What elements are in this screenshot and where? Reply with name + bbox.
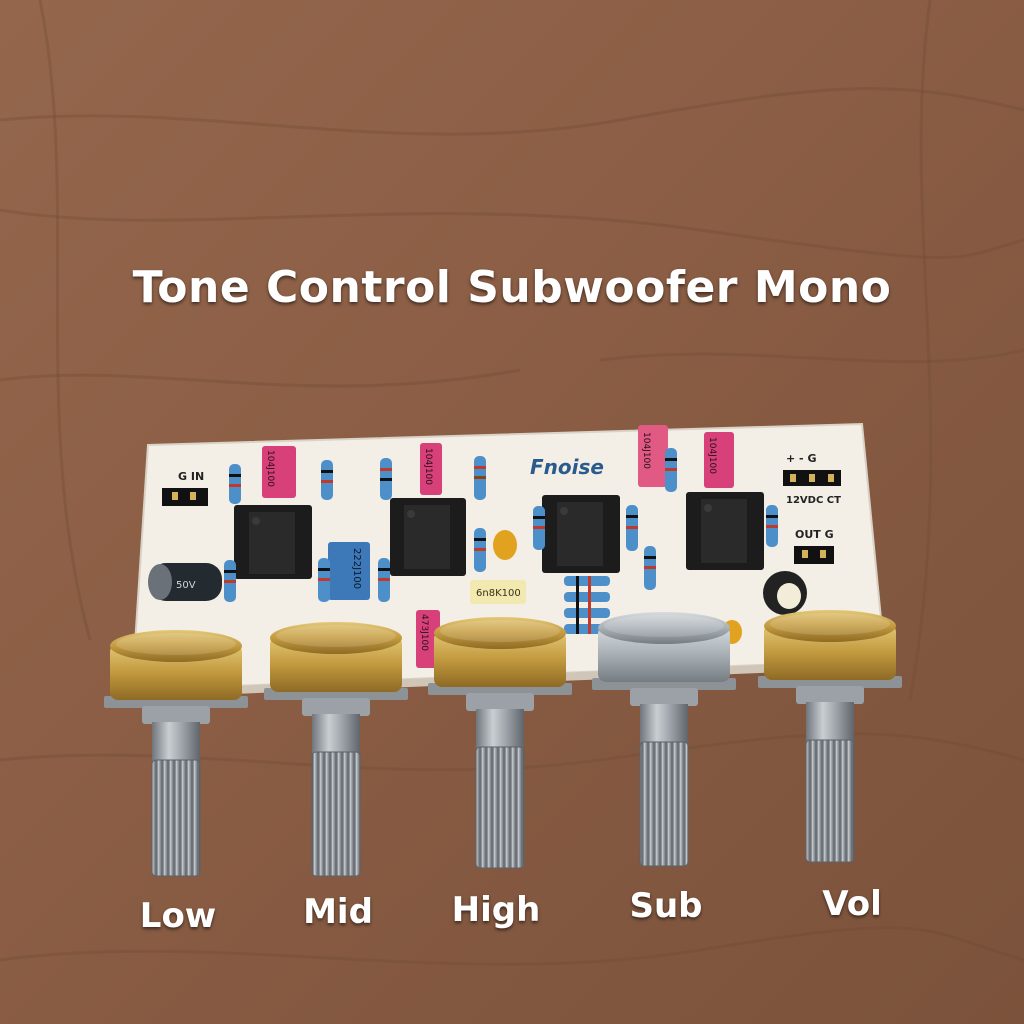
knob-label-sub: Sub [629, 886, 703, 926]
resistor [378, 558, 390, 602]
op-amp-ic [234, 505, 312, 579]
svg-text:104J100: 104J100 [707, 437, 717, 474]
potentiometer-vol[interactable] [758, 610, 902, 863]
film-capacitor: 104J100 [704, 432, 734, 488]
op-amp-ic [542, 495, 620, 573]
resistor [474, 456, 486, 500]
resistor [644, 546, 656, 590]
resistor [766, 505, 778, 547]
svg-text:6n8K100: 6n8K100 [476, 588, 521, 599]
power-label: 12VDC CT [786, 495, 841, 506]
output-header [794, 546, 834, 564]
potentiometer-sub[interactable] [592, 612, 736, 867]
svg-text:104J100: 104J100 [423, 448, 433, 485]
input-pins-label: G IN [178, 470, 204, 483]
output-pins-label: OUT G [795, 528, 834, 541]
resistor [474, 528, 486, 572]
brand-logo: Fnoise [530, 455, 604, 479]
potentiometer-high[interactable] [428, 617, 572, 869]
knob-label-low: Low [139, 896, 217, 936]
resistor [224, 560, 236, 602]
electrolytic-capacitor [763, 571, 807, 615]
film-capacitor: 104J100 [638, 425, 668, 487]
resistor [626, 505, 638, 551]
potentiometer-row [104, 610, 902, 877]
svg-text:104J100: 104J100 [641, 432, 651, 469]
resistor [229, 464, 241, 504]
op-amp-ic [390, 498, 466, 576]
tantalum-capacitor [493, 530, 517, 560]
film-capacitor: 222J100 [328, 542, 370, 600]
resistor [318, 558, 330, 602]
knob-label-high: High [451, 890, 541, 930]
knob-label-vol: Vol [822, 884, 882, 924]
svg-text:50V: 50V [176, 580, 196, 591]
page-title: Tone Control Subwoofer Mono [132, 262, 892, 313]
film-capacitor: 104J100 [420, 443, 442, 495]
electrolytic-capacitor: 50V [148, 563, 222, 601]
svg-text:104J100: 104J100 [265, 450, 275, 487]
resistor [533, 506, 545, 550]
power-pins-label: + - G [786, 452, 816, 465]
potentiometer-mid[interactable] [264, 622, 408, 877]
svg-text:473J100: 473J100 [419, 614, 429, 651]
film-capacitor: 6n8K100 [470, 580, 526, 604]
resistor [665, 448, 677, 492]
resistor-bank [564, 576, 610, 634]
wood-grain [0, 0, 1024, 966]
knob-label-mid: Mid [303, 892, 373, 932]
op-amp-ic [686, 492, 764, 570]
resistor [380, 458, 392, 500]
film-capacitor: 104J100 [262, 446, 296, 498]
input-header [162, 488, 208, 506]
potentiometer-low[interactable] [104, 630, 248, 877]
resistor [321, 460, 333, 500]
svg-text:222J100: 222J100 [351, 548, 362, 589]
